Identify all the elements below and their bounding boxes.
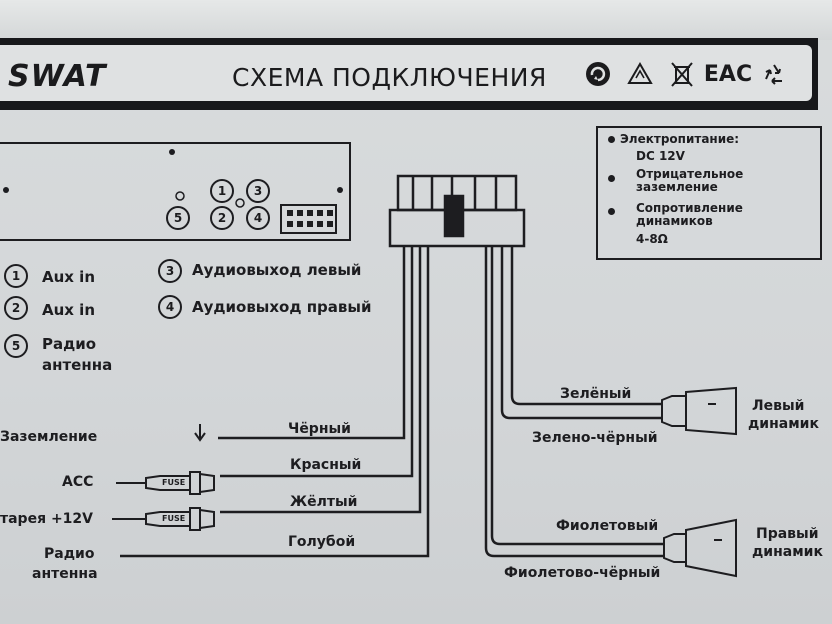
triangle-recycle-icon <box>624 59 656 89</box>
specs-bullet <box>608 175 615 182</box>
battery-fuse-text: FUSE <box>162 514 186 523</box>
header-panel: SWAT СХЕМА ПОДКЛЮЧЕНИЯ EAC <box>0 45 812 101</box>
port-5-marker: 5 <box>166 206 190 230</box>
legend-4-text: Аудиовыход правый <box>192 298 372 316</box>
legend-2-marker: 2 <box>4 296 28 320</box>
port-3-marker: 3 <box>246 179 270 203</box>
certification-marks: EAC <box>582 59 790 89</box>
iso-connector <box>388 174 526 248</box>
acc-wire-color: Красный <box>290 457 362 473</box>
right-speaker-connector <box>663 518 737 578</box>
port-4-marker: 4 <box>246 206 270 230</box>
specs-box: Электропитание: DC 12V Отрицательное заз… <box>596 126 822 260</box>
legend-3-text: Аудиовыход левый <box>192 261 362 279</box>
left-neg-wire-color: Зелено-чёрный <box>532 430 658 446</box>
legend-1-marker: 1 <box>4 264 28 288</box>
legend-3-marker: 3 <box>158 259 182 283</box>
eac-mark: EAC <box>703 61 753 87</box>
legend-5-text-line1: Радио <box>42 335 97 353</box>
power-label: Электропитание: <box>620 132 740 146</box>
antenna-label-line2: антенна <box>32 566 98 582</box>
ground-wire-color: Чёрный <box>288 421 351 437</box>
right-speaker-label-line2: динамик <box>752 544 823 560</box>
ground-symbol <box>194 424 206 442</box>
left-pos-wire-color: Зелёный <box>560 386 632 402</box>
legend-4-marker: 4 <box>158 295 182 319</box>
left-speaker-label-line1: Левый <box>752 398 805 414</box>
battery-wire-color: Жёлтый <box>290 494 358 510</box>
recycle-icon <box>758 59 790 89</box>
brand-logo: SWAT <box>8 59 107 94</box>
legend-5-text-line2: антенна <box>42 356 113 374</box>
right-pos-wire-color: Фиолетовый <box>556 518 659 534</box>
left-speaker-label-line2: динамик <box>748 416 819 432</box>
ground-label: Заземление <box>0 429 98 445</box>
left-speaker-connector <box>661 386 737 436</box>
acc-fuse-holder <box>116 471 215 495</box>
right-neg-wire-color: Фиолетово-чёрный <box>504 565 661 581</box>
right-speaker-label-line1: Правый <box>756 526 819 542</box>
specs-bullet <box>608 208 615 215</box>
right-harness-wires <box>484 246 664 558</box>
legend-2-text: Aux in <box>42 301 96 319</box>
impedance-line2: динамиков <box>636 214 713 228</box>
port-1-marker: 1 <box>210 179 234 203</box>
header-band: SWAT СХЕМА ПОДКЛЮЧЕНИЯ EAC <box>0 38 818 110</box>
antenna-wire-color: Голубой <box>288 534 356 550</box>
impedance-value: 4-8Ω <box>636 232 668 246</box>
recycle-arrow-icon <box>582 59 614 89</box>
battery-fuse-holder <box>112 507 215 531</box>
battery-label: тарея +12V <box>0 511 93 527</box>
impedance-line1: Сопротивление <box>636 201 743 215</box>
acc-label: ACC <box>62 474 94 490</box>
power-value: DC 12V <box>636 149 685 163</box>
legend-5-marker: 5 <box>4 334 28 358</box>
port-2-marker: 2 <box>210 206 234 230</box>
left-harness-wires <box>120 246 430 558</box>
ground-line2: заземление <box>636 180 718 194</box>
top-strip <box>0 0 832 40</box>
page-title: СХЕМА ПОДКЛЮЧЕНИЯ <box>232 63 547 92</box>
acc-fuse-text: FUSE <box>162 478 186 487</box>
device-rear-panel <box>0 142 351 241</box>
legend-1-text: Aux in <box>42 268 96 286</box>
antenna-label-line1: Радио <box>44 546 95 562</box>
crossed-bin-icon <box>666 59 698 89</box>
ground-line1: Отрицательное <box>636 167 744 181</box>
specs-bullet <box>608 136 615 143</box>
